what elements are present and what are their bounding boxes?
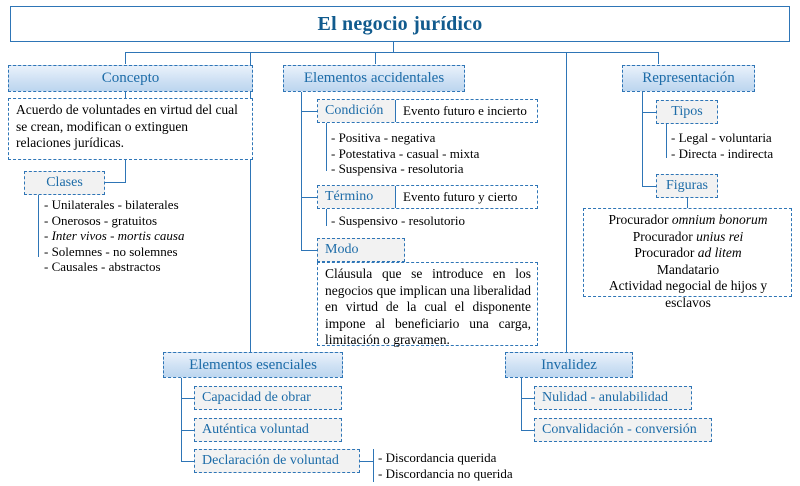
connector-invalidez-spine	[521, 378, 522, 430]
list-item: - Directa - indirecta	[671, 145, 774, 161]
header-modo[interactable]: Modo	[317, 238, 405, 262]
connector-down-invalidez	[566, 52, 567, 352]
header-figuras[interactable]: Figuras	[656, 174, 718, 198]
header-figuras-label: Figuras	[666, 178, 708, 193]
termino-definition: Evento futuro y cierto	[403, 189, 518, 204]
item-convalidacion-conversion[interactable]: Convalidación - conversión	[534, 418, 712, 442]
header-representacion[interactable]: Representación	[622, 65, 755, 92]
figuras-list: Procurador omnium bonorum Procurador uni…	[608, 212, 768, 310]
connector-title-stem	[393, 42, 394, 53]
connector-concepto-to-desc	[125, 92, 126, 98]
header-concepto[interactable]: Concepto	[8, 65, 253, 92]
connector-discordancia-list	[373, 449, 374, 482]
connector-esenciales-spine	[181, 378, 182, 461]
connector-to-modo	[301, 250, 317, 251]
list-item: - Potestativa - casual - mixta	[331, 145, 480, 161]
connector-to-nulidad	[521, 398, 534, 399]
header-clases-label: Clases	[46, 175, 83, 190]
connector-to-concepto	[125, 52, 126, 64]
connector-to-declaracion	[181, 461, 194, 462]
header-clases[interactable]: Clases	[24, 171, 105, 195]
list-item: - Onerosos - gratuitos	[44, 212, 158, 228]
header-tipos-label: Tipos	[671, 104, 703, 119]
header-concepto-label: Concepto	[101, 70, 160, 86]
connector-clases-list	[38, 195, 39, 257]
header-elementos-esenciales-label: Elementos esenciales	[189, 356, 317, 373]
list-item: - Solemnes - no solemnes	[44, 243, 178, 259]
condicion-definition: Evento futuro e incierto	[403, 103, 527, 118]
item-nulidad-anulabilidad-label: Nulidad - anulabilidad	[542, 390, 668, 405]
condicion-label: Condición	[325, 103, 384, 118]
condicion-list: - Positiva - negativa - Potestativa - ca…	[331, 130, 479, 177]
termino-label: Término	[325, 189, 374, 204]
row-condicion[interactable]: Condición Evento futuro e incierto	[317, 99, 538, 123]
tipos-list: - Legal - voluntaria - Directa - indirec…	[671, 130, 773, 161]
clases-list: - Unilaterales - bilaterales - Onerosos …	[44, 197, 184, 275]
connector-to-capacidad	[181, 398, 194, 399]
connector-termino-list	[326, 209, 327, 226]
list-item: - Legal - voluntaria	[671, 130, 772, 145]
item-declaracion-de-voluntad[interactable]: Declaración de voluntad	[194, 449, 360, 473]
connector-to-accidentales	[375, 52, 376, 64]
connector-tipos-list	[666, 124, 667, 158]
item-nulidad-anulabilidad[interactable]: Nulidad - anulabilidad	[534, 386, 692, 410]
connector-representacion-spine	[642, 92, 643, 186]
discordancia-list: - Discordancia querida - Discordancia no…	[378, 450, 513, 481]
connector-concepto-to-clases-v	[125, 160, 126, 182]
connector-accidentales-spine	[301, 92, 302, 250]
termino-definition-cell: Evento futuro y cierto	[396, 186, 537, 208]
figuras-list-box: Procurador omnium bonorum Procurador uni…	[583, 208, 792, 310]
header-tipos[interactable]: Tipos	[656, 100, 718, 124]
connector-condicion-list	[326, 123, 327, 171]
list-item: - Discordancia querida	[378, 450, 497, 465]
list-item: - Discordancia no querida	[378, 465, 513, 481]
concepto-description-box: Acuerdo de voluntades en virtud del cual…	[8, 98, 253, 160]
connector-down-esenciales	[250, 52, 251, 352]
connector-to-tipos	[642, 112, 656, 113]
condicion-label-cell: Condición	[318, 100, 396, 122]
item-capacidad-de-obrar[interactable]: Capacidad de obrar	[194, 386, 342, 410]
list-item: - Suspensivo - resolutorio	[331, 213, 465, 228]
list-item: - Suspensiva - resolutoria	[331, 161, 464, 176]
header-elementos-accidentales[interactable]: Elementos accidentales	[283, 65, 465, 92]
connector-declaracion-to-discordancia	[360, 461, 373, 462]
header-elementos-accidentales-label: Elementos accidentales	[303, 70, 445, 86]
modo-description-text: Cláusula que se introduce en los negocio…	[325, 266, 531, 347]
diagram-title-box: El negocio jurídico	[10, 6, 790, 42]
item-capacidad-de-obrar-label: Capacidad de obrar	[202, 390, 311, 405]
condicion-definition-cell: Evento futuro e incierto	[396, 100, 537, 122]
list-item: - Inter vivos - mortis causa	[44, 228, 185, 243]
connector-to-convalidacion	[521, 430, 534, 431]
header-modo-label: Modo	[325, 242, 359, 257]
item-autentica-voluntad[interactable]: Auténtica voluntad	[194, 418, 342, 442]
concepto-description-text: Acuerdo de voluntades en virtud del cual…	[16, 102, 238, 150]
row-termino[interactable]: Término Evento futuro y cierto	[317, 185, 538, 209]
connector-to-condicion	[301, 111, 317, 112]
connector-to-representacion	[658, 52, 659, 64]
connector-to-figuras	[642, 186, 656, 187]
page-title: El negocio jurídico	[317, 12, 483, 35]
modo-description-box: Cláusula que se introduce en los negocio…	[317, 262, 538, 347]
termino-label-cell: Término	[318, 186, 396, 208]
header-invalidez-label: Invalidez	[541, 356, 597, 373]
connector-to-termino	[301, 197, 317, 198]
header-representacion-label: Representación	[642, 70, 735, 86]
connector-concepto-to-clases-h	[104, 182, 126, 183]
list-item: - Positiva - negativa	[331, 130, 436, 145]
list-item: - Causales - abstractos	[44, 259, 161, 274]
list-item: - Unilaterales - bilaterales	[44, 197, 179, 212]
header-elementos-esenciales[interactable]: Elementos esenciales	[163, 352, 343, 378]
termino-list: - Suspensivo - resolutorio	[331, 213, 465, 229]
item-convalidacion-conversion-label: Convalidación - conversión	[542, 422, 697, 437]
header-invalidez[interactable]: Invalidez	[505, 352, 633, 378]
connector-to-autentica	[181, 430, 194, 431]
connector-top-bus	[125, 52, 658, 53]
connector-figuras-to-list	[687, 198, 688, 208]
item-autentica-voluntad-label: Auténtica voluntad	[202, 422, 309, 437]
item-declaracion-de-voluntad-label: Declaración de voluntad	[202, 453, 339, 468]
